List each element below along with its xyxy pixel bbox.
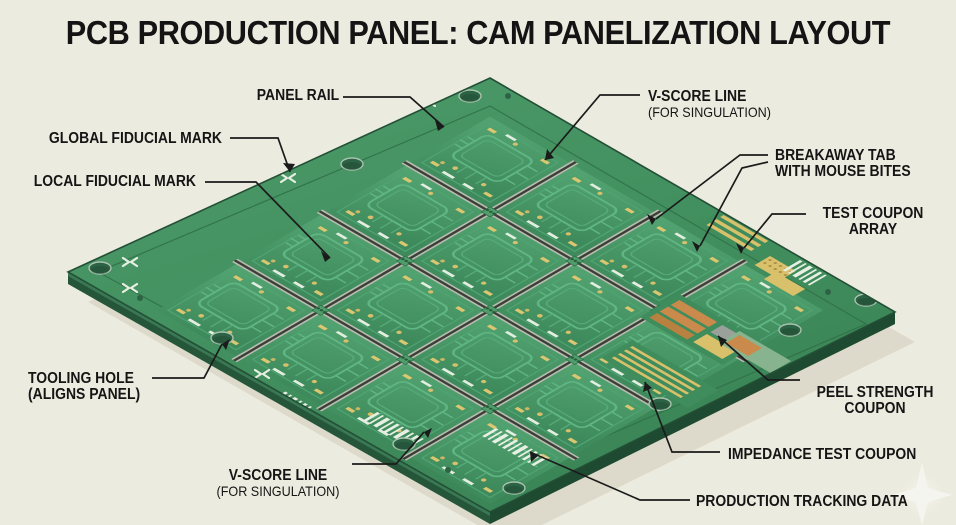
callout-line1: V-SCORE LINE <box>228 467 328 484</box>
callout-line2: COUPON <box>844 400 906 418</box>
impedance-test-coupon-art <box>601 340 719 408</box>
page-title: PCB PRODUCTION PANEL: CAM PANELIZATION L… <box>65 14 891 51</box>
callout-test-coupon-array: TEST COUPON ARRAY <box>822 205 924 239</box>
callout-line1: LOCAL FIDUCIAL MARK <box>33 173 196 190</box>
test-coupon-block-2 <box>763 260 827 296</box>
callout-arrowheads <box>222 120 744 462</box>
panel-thickness <box>68 272 895 524</box>
callout-line2: (ALIGNS PANEL) <box>28 386 141 404</box>
panel-surface <box>66 77 897 513</box>
callout-line1: TEST COUPON <box>822 205 924 222</box>
callout-peel-strength-coupon: PEEL STRENGTH COUPON <box>816 384 934 418</box>
callout-line2: WITH MOUSE BITES <box>775 163 911 181</box>
callout-line1: TOOLING HOLE <box>28 370 134 387</box>
callout-v-score-line-bottom: V-SCORE LINE (FOR SINGULATION) <box>216 467 340 500</box>
breakaway-tabs <box>311 206 669 415</box>
callout-line1: PEEL STRENGTH <box>816 384 934 401</box>
callout-impedance-test-coupon: IMPEDANCE TEST COUPON <box>728 446 917 463</box>
coupon-pad-grid <box>754 256 796 280</box>
callout-line2: ARRAY <box>848 221 898 239</box>
callout-line2: (FOR SINGULATION) <box>648 104 771 121</box>
callout-line1: PRODUCTION TRACKING DATA <box>696 493 908 510</box>
callout-line2: (FOR SINGULATION) <box>216 483 340 500</box>
callout-tooling-hole: TOOLING HOLE (ALIGNS PANEL) <box>28 370 141 404</box>
callout-line1: GLOBAL FIDUCIAL MARK <box>48 130 222 147</box>
vent-holes <box>137 93 831 473</box>
coupon-strip-extra <box>718 331 792 373</box>
callout-production-tracking-data: PRODUCTION TRACKING DATA <box>696 493 908 510</box>
callout-line1: BREAKAWAY TAB <box>775 147 896 164</box>
watermark-sparkle <box>892 462 952 525</box>
callout-line1: IMPEDANCE TEST COUPON <box>728 446 917 463</box>
callout-global-fiducial-mark: GLOBAL FIDUCIAL MARK <box>22 130 222 147</box>
callout-leader-lines <box>152 94 806 501</box>
callout-v-score-line-top: V-SCORE LINE (FOR SINGULATION) <box>648 88 771 121</box>
callout-line1: PANEL RAIL <box>256 87 340 104</box>
callout-panel-rail: PANEL RAIL <box>256 87 340 104</box>
callout-breakaway-tab: BREAKAWAY TAB WITH MOUSE BITES <box>775 147 911 181</box>
callout-line1: V-SCORE LINE <box>648 88 747 105</box>
callout-local-fiducial-mark: LOCAL FIDUCIAL MARK <box>20 173 196 190</box>
